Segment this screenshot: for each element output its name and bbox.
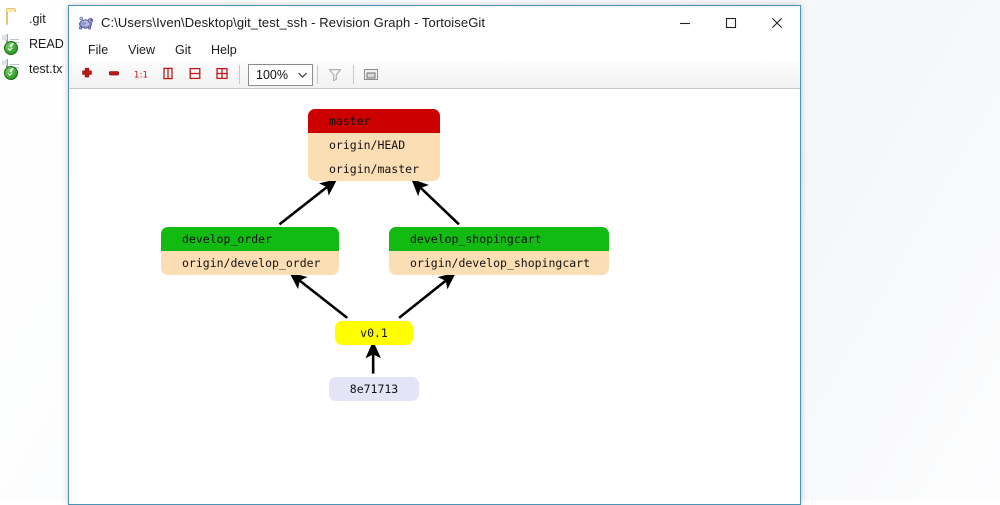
- menu-file[interactable]: File: [88, 43, 109, 57]
- folder-icon: [6, 8, 23, 29]
- fit-width-icon[interactable]: [181, 63, 208, 87]
- tortoisegit-turtle-icon: [77, 14, 94, 31]
- file-explorer-items: .git READ test.tx: [2, 8, 76, 83]
- file-icon: [2, 33, 23, 55]
- graph-node-develop-order[interactable]: develop_order origin/develop_order: [161, 227, 339, 275]
- file-name: .git: [29, 12, 46, 26]
- revision-graph-window: C:\Users\Iven\Desktop\git_test_ssh - Rev…: [68, 5, 801, 505]
- menu-view[interactable]: View: [128, 43, 156, 57]
- window-title: C:\Users\Iven\Desktop\git_test_ssh - Rev…: [101, 15, 486, 30]
- file-name: READ: [29, 37, 64, 51]
- title-bar[interactable]: C:\Users\Iven\Desktop\git_test_ssh - Rev…: [69, 6, 800, 39]
- minimize-button[interactable]: [662, 7, 708, 39]
- menu-bar: File View Git Help: [69, 39, 800, 61]
- edge-develop-order-to-master: [278, 178, 338, 226]
- tool-bar: 1:1 100%: [69, 61, 800, 89]
- file-name: test.tx: [29, 62, 63, 76]
- menu-help[interactable]: Help: [211, 43, 237, 57]
- node-row-label: origin/master: [308, 157, 440, 181]
- close-button[interactable]: [754, 7, 800, 39]
- git-checkmark-overlay-icon: [4, 40, 18, 55]
- file-icon: [2, 58, 23, 80]
- fit-height-icon[interactable]: [154, 63, 181, 87]
- node-header-label: develop_order: [161, 227, 339, 251]
- toolbar-separator: [316, 65, 318, 84]
- edge-v01-to-develop-shopingcart: [398, 272, 456, 319]
- list-item[interactable]: READ: [2, 33, 76, 55]
- graph-edges: [278, 178, 460, 374]
- zoom-100-icon[interactable]: 1:1: [127, 63, 154, 87]
- revision-graph-canvas[interactable]: master origin/HEAD origin/master develop…: [70, 89, 799, 504]
- fit-window-icon[interactable]: [208, 63, 235, 87]
- graph-node-tag-v01[interactable]: v0.1: [335, 321, 413, 345]
- toolbar-separator: [352, 65, 354, 84]
- toolbar-separator: [239, 65, 240, 84]
- node-row-label: origin/develop_order: [161, 251, 339, 275]
- node-row-label: origin/HEAD: [308, 133, 440, 157]
- chevron-down-icon: [297, 66, 308, 84]
- menu-git[interactable]: Git: [175, 43, 192, 57]
- zoom-out-icon[interactable]: [100, 63, 127, 87]
- maximize-button[interactable]: [708, 7, 754, 39]
- list-item[interactable]: .git: [6, 8, 76, 30]
- zoom-in-icon[interactable]: [73, 63, 100, 87]
- graph-node-develop-shopingcart[interactable]: develop_shopingcart origin/develop_shopi…: [389, 227, 609, 275]
- svg-text:1:1: 1:1: [133, 70, 147, 80]
- node-header-label: develop_shopingcart: [389, 227, 609, 251]
- list-item[interactable]: test.tx: [2, 58, 76, 80]
- zoom-level-select[interactable]: 100%: [248, 63, 313, 86]
- filter-funnel-icon[interactable]: [322, 63, 349, 87]
- node-row-label: v0.1: [360, 326, 388, 340]
- node-row-label: origin/develop_shopingcart: [389, 251, 609, 275]
- overview-window-icon[interactable]: [358, 63, 385, 87]
- graph-node-commit-8e71713[interactable]: 8e71713: [329, 377, 419, 401]
- node-header-label: master: [308, 109, 440, 133]
- graph-node-master[interactable]: master origin/HEAD origin/master: [308, 109, 440, 181]
- zoom-level-value: 100%: [256, 67, 288, 82]
- edge-v01-to-develop-order: [289, 272, 349, 319]
- git-checkmark-overlay-icon: [4, 65, 18, 80]
- edge-develop-shopingcart-to-master: [411, 178, 460, 226]
- node-row-label: 8e71713: [349, 382, 399, 396]
